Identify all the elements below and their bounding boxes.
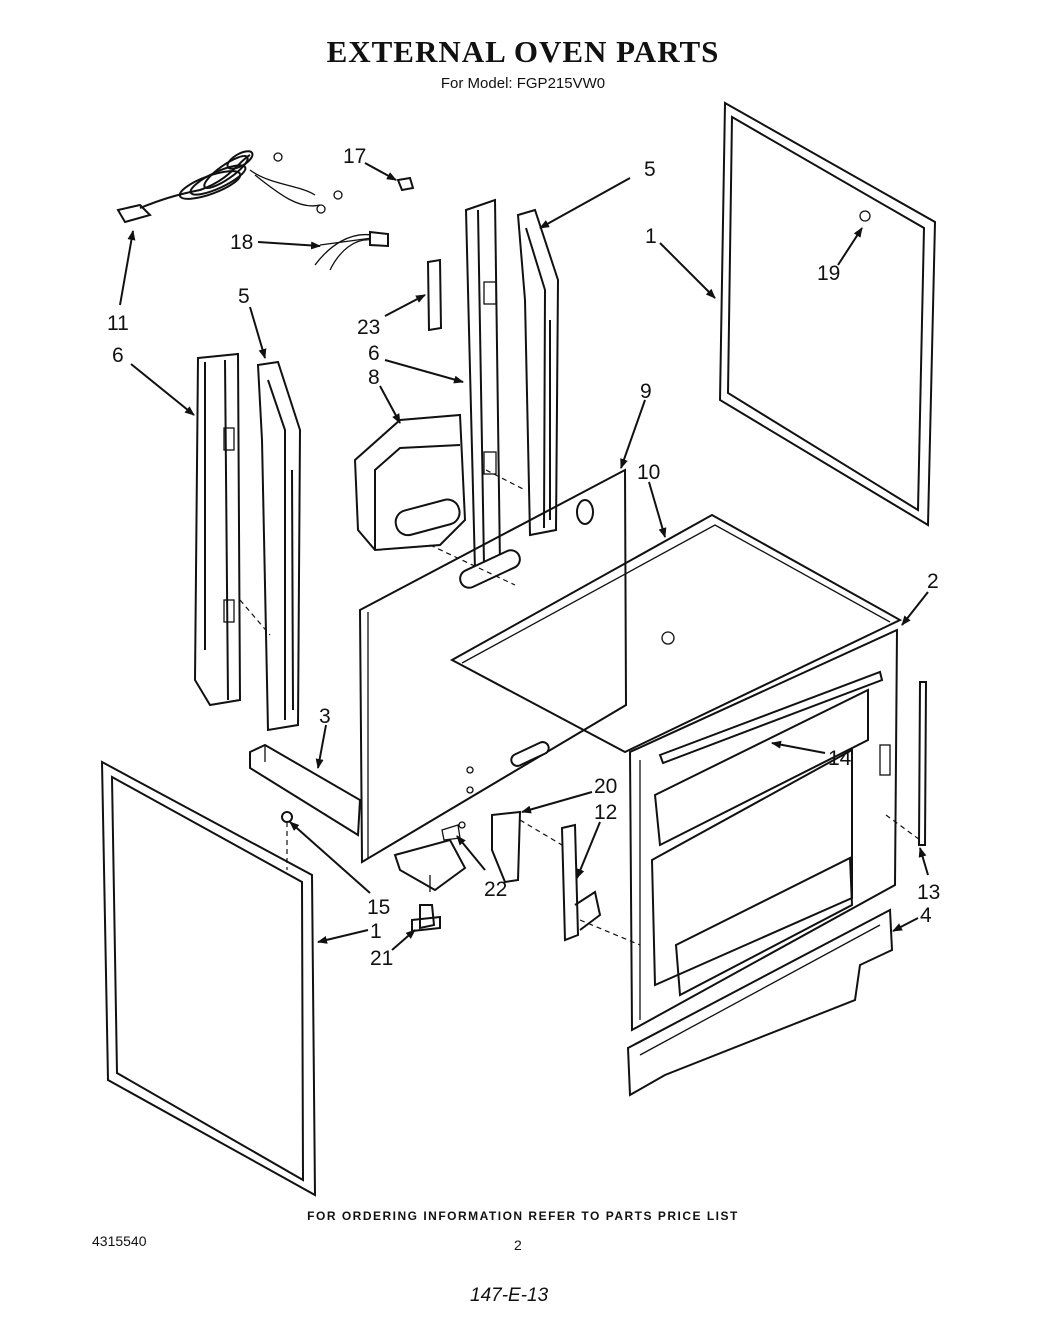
callout-6-left: 6 (112, 344, 124, 367)
handwritten-note: 147-E-13 (470, 1285, 549, 1306)
hinge-receptacle-part (560, 823, 602, 942)
callout-22: 22 (484, 878, 507, 901)
right-side-channel-part (464, 198, 502, 572)
callout-10: 10 (637, 461, 660, 484)
page-number: 2 (514, 1237, 522, 1253)
document-number: 4315540 (92, 1233, 147, 1249)
door-frame-part (100, 760, 317, 1197)
callout-14: 14 (828, 747, 852, 770)
leader-lines (119, 162, 929, 951)
clip-part (396, 176, 415, 192)
right-side-panel-part (628, 628, 899, 1032)
left-side-channel-part (193, 352, 242, 707)
vent-duct-part (353, 413, 467, 552)
callout-13: 13 (917, 881, 940, 904)
power-cord-part (116, 150, 343, 224)
right-trim-channel-part (516, 208, 560, 537)
callout-5-top: 5 (644, 158, 656, 181)
bracket-strip-part (426, 258, 443, 332)
callout-6-middle: 6 (368, 342, 380, 365)
callout-19: 19 (817, 262, 840, 285)
callout-2: 2 (927, 570, 939, 593)
page-title: EXTERNAL OVEN PARTS (326, 34, 720, 69)
base-front-part (626, 908, 894, 1097)
callout-3: 3 (319, 705, 331, 728)
callout-21: 21 (370, 947, 393, 970)
callout-20: 20 (594, 775, 617, 798)
door-stop-part (281, 811, 293, 823)
callout-18: 18 (230, 231, 253, 254)
callout-5-left: 5 (238, 285, 250, 308)
callout-1-bottom: 1 (370, 920, 382, 943)
wire-harness-part (314, 230, 389, 271)
base-rail-part (249, 743, 362, 837)
callout-23: 23 (357, 316, 380, 339)
side-panel-part (358, 468, 628, 864)
callout-labels: 17 5 1 18 19 11 23 5 6 6 8 9 10 2 3 14 2… (107, 145, 940, 970)
door-hinge-part (491, 810, 522, 884)
model-subtitle: For Model: FGP215VW0 (440, 75, 606, 92)
callout-17: 17 (343, 145, 366, 168)
left-trim-channel-part (256, 360, 302, 732)
callout-8: 8 (368, 366, 380, 389)
leveling-leg-part (393, 838, 467, 933)
ordering-note: FOR ORDERING INFORMATION REFER TO PARTS … (307, 1209, 739, 1223)
callout-11: 11 (107, 312, 129, 335)
callout-9: 9 (640, 380, 652, 403)
callout-12: 12 (594, 801, 617, 824)
callout-4: 4 (920, 904, 932, 927)
top-panel-part (449, 513, 903, 754)
callout-15: 15 (367, 896, 390, 919)
back-panel-frame-part (718, 101, 937, 527)
callout-1-top: 1 (645, 225, 657, 248)
alignment-lines (239, 469, 921, 946)
vertical-trim-strip-part (917, 681, 928, 846)
trim-strip-part (658, 670, 884, 765)
